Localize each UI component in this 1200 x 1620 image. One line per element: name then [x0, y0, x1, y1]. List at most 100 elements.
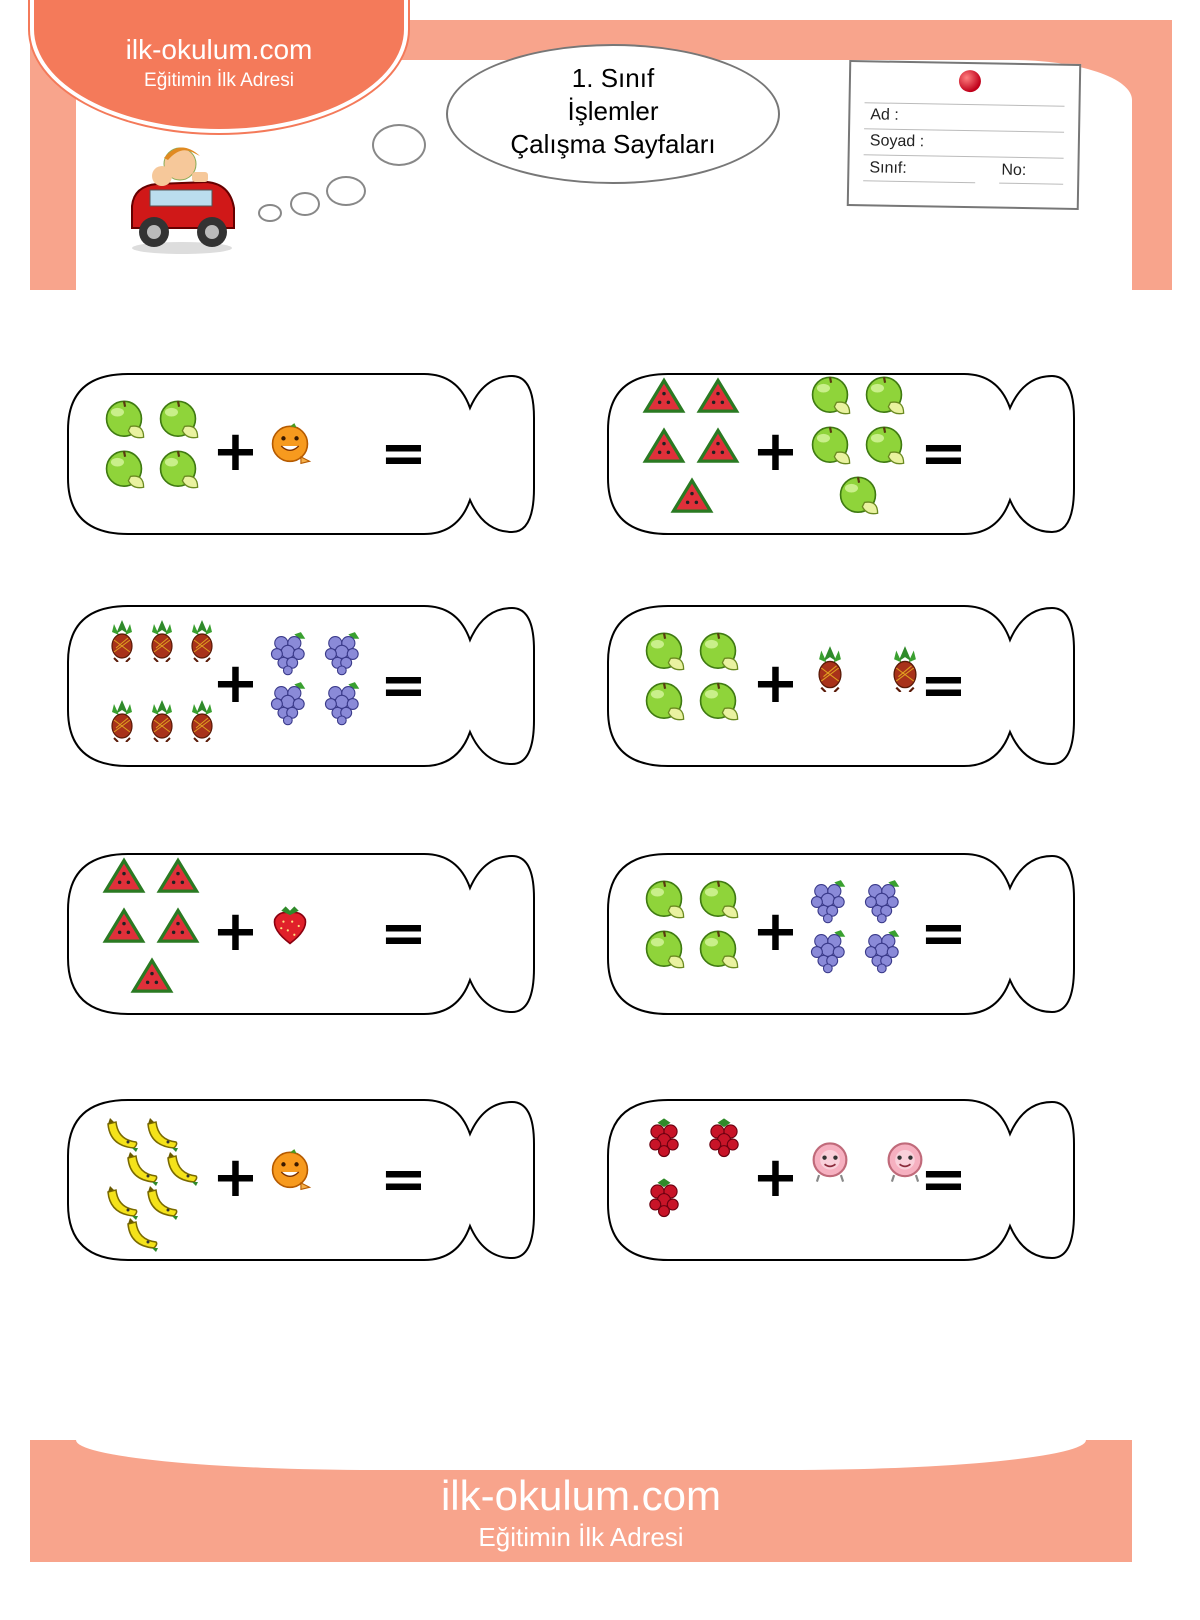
addition-problem: += [606, 1094, 1076, 1266]
answer-box[interactable] [476, 408, 532, 500]
orange-icon [271, 1149, 312, 1191]
apple-icon [159, 450, 199, 489]
watermelon-icon [130, 957, 174, 993]
plus-sign: + [752, 899, 799, 964]
surname-field-line[interactable] [863, 154, 1064, 159]
number-field-label: No: [1001, 161, 1027, 180]
worksheet-title: 1. Sınıf İşlemler Çalışma Sayfaları [448, 62, 778, 161]
grape-icon [810, 930, 846, 974]
addition-problem: += [606, 368, 1076, 540]
apple-icon [105, 450, 145, 489]
plus-sign: + [212, 899, 259, 964]
student-info-card: Ad : Soyad : Sınıf: No: [846, 59, 1082, 211]
answer-box[interactable] [1016, 888, 1072, 980]
grapefruit-icon [812, 1142, 848, 1182]
class-field-line[interactable] [863, 180, 976, 184]
footer-brand-name: ilk-okulum.com [440, 1472, 722, 1519]
banana-icon [147, 1186, 178, 1220]
addition-problem: += [66, 600, 536, 772]
banana-icon [107, 1186, 138, 1220]
pineapple-icon [191, 700, 213, 742]
title-worksheets: Çalışma Sayfaları [510, 129, 716, 159]
answer-box[interactable] [1016, 640, 1072, 732]
orange-icon [271, 423, 312, 465]
title-subject: İşlemler [567, 96, 659, 126]
class-field-label: Sınıf: [869, 159, 907, 178]
grape-icon [864, 880, 900, 924]
pushpin-icon [958, 69, 982, 93]
brand-name: ilk-okulum.com [125, 34, 313, 65]
watermelon-icon [156, 907, 200, 943]
raspberry-icon [709, 1118, 739, 1158]
plus-sign: + [752, 1145, 799, 1210]
title-cloud: 1. Sınıf İşlemler Çalışma Sayfaları [426, 44, 780, 184]
title-grade: 1. Sınıf [571, 63, 655, 93]
grape-icon [864, 930, 900, 974]
apple-icon [839, 476, 879, 515]
equals-sign: = [920, 421, 967, 486]
banana-icon [167, 1152, 198, 1186]
equals-sign: = [380, 1147, 427, 1212]
pineapple-icon [111, 620, 133, 662]
addition-problem: += [606, 600, 1076, 772]
strawberry-icon [273, 906, 307, 945]
apple-icon [811, 376, 851, 415]
grape-icon [810, 880, 846, 924]
apple-icon [645, 682, 685, 721]
answer-box[interactable] [1016, 1134, 1072, 1226]
name-field-label: Ad : [870, 106, 899, 124]
apple-icon [699, 632, 739, 671]
equals-sign: = [920, 653, 967, 718]
apple-icon [699, 682, 739, 721]
addition-problem: += [66, 368, 536, 540]
apple-icon [105, 400, 145, 439]
number-field-line[interactable] [999, 182, 1064, 185]
apple-icon [645, 880, 685, 919]
answer-box[interactable] [1016, 408, 1072, 500]
raspberry-icon [649, 1118, 679, 1158]
watermelon-icon [696, 427, 740, 463]
grape-icon [270, 632, 306, 676]
grape-icon [324, 682, 360, 726]
pineapple-icon [191, 620, 213, 662]
plus-sign: + [752, 419, 799, 484]
plus-sign: + [752, 651, 799, 716]
apple-icon [645, 930, 685, 969]
banana-icon [147, 1118, 178, 1152]
watermelon-icon [102, 857, 146, 893]
plus-sign: + [212, 419, 259, 484]
watermelon-icon [102, 907, 146, 943]
banana-icon [127, 1152, 158, 1186]
footer-brand-tagline: Eğitimin İlk Adresi [478, 1522, 684, 1552]
pineapple-icon [111, 700, 133, 742]
answer-box[interactable] [476, 640, 532, 732]
watermelon-icon [642, 427, 686, 463]
footer-inner-curve [76, 1440, 1086, 1470]
pineapple-icon [151, 620, 173, 662]
watermelon-icon [156, 857, 200, 893]
page-header: ilk-okulum.com Eğitimin İlk Adresi 1. Sı… [0, 0, 1200, 300]
watermelon-icon [642, 377, 686, 413]
equals-sign: = [380, 421, 427, 486]
answer-box[interactable] [476, 888, 532, 980]
grapefruit-icon [887, 1142, 923, 1182]
thought-puff [258, 204, 282, 222]
apple-icon [645, 632, 685, 671]
answer-box[interactable] [476, 1134, 532, 1226]
apple-icon [699, 880, 739, 919]
plus-sign: + [212, 1145, 259, 1210]
grape-icon [324, 632, 360, 676]
thought-puff [372, 124, 426, 166]
banana-icon [107, 1118, 138, 1152]
apple-icon [159, 400, 199, 439]
addition-problem: += [606, 848, 1076, 1020]
raspberry-icon [649, 1178, 679, 1218]
addition-problem: += [66, 1094, 536, 1266]
apple-icon [865, 426, 905, 465]
equals-sign: = [920, 901, 967, 966]
apple-icon [811, 426, 851, 465]
equals-sign: = [920, 1147, 967, 1212]
equals-sign: = [380, 653, 427, 718]
banana-icon [127, 1218, 158, 1252]
grape-icon [270, 682, 306, 726]
